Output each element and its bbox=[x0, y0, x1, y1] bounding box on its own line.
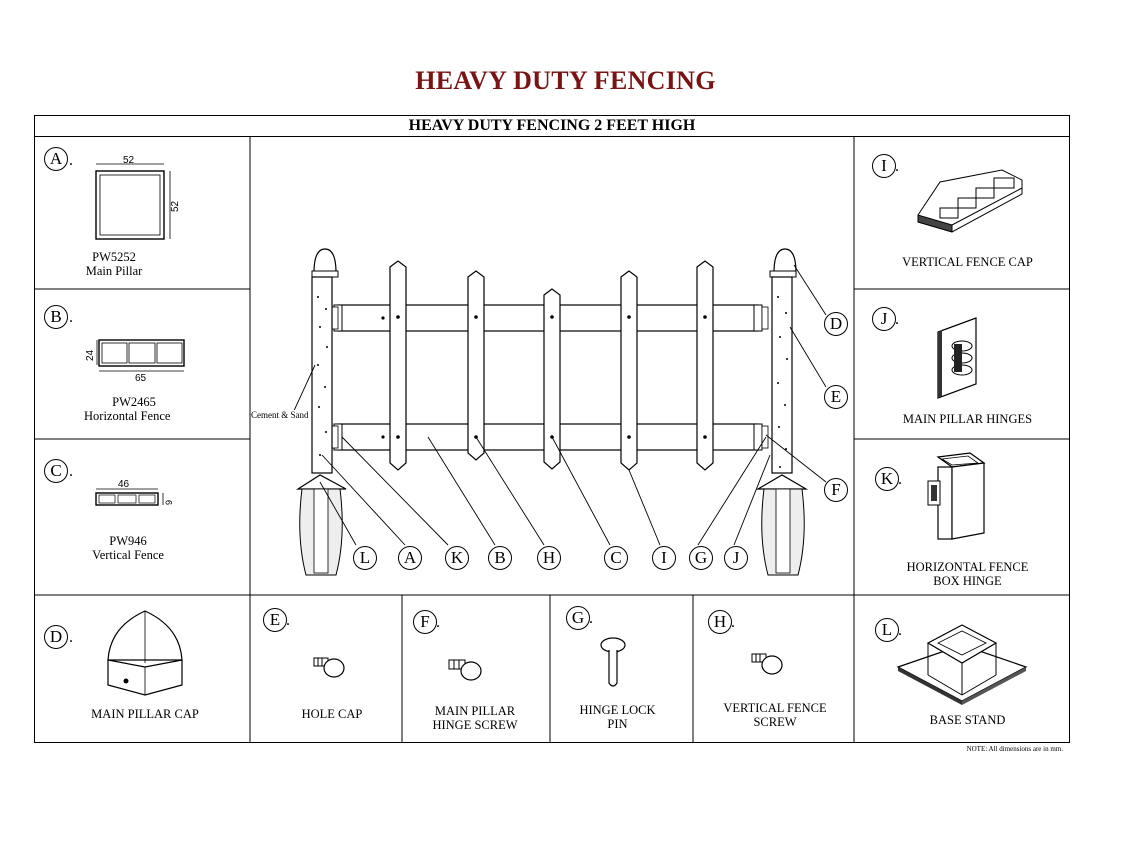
part-b-code: PW2465 bbox=[112, 395, 156, 409]
part-a-width: 52 bbox=[123, 155, 135, 166]
part-e-name: HOLE CAP bbox=[301, 707, 363, 721]
part-d-marker: D bbox=[44, 625, 68, 649]
part-i-marker: I bbox=[872, 154, 896, 178]
part-c-dot: . bbox=[69, 463, 73, 480]
part-e-marker: E bbox=[263, 608, 287, 632]
main-pillar-hinges-drawing bbox=[937, 317, 977, 399]
part-g-marker: G bbox=[566, 606, 590, 630]
part-c-marker: C bbox=[44, 459, 68, 483]
callout-f: F bbox=[824, 478, 848, 502]
part-g-name-line1: HINGE LOCK bbox=[579, 703, 656, 717]
base-stand-drawing bbox=[896, 624, 1028, 705]
page-title: HEAVY DUTY FENCING bbox=[415, 66, 716, 95]
part-k-marker: K bbox=[875, 467, 899, 491]
part-d-dot: . bbox=[69, 629, 73, 646]
part-g-name-line2: PIN bbox=[607, 717, 628, 731]
callout-h: H bbox=[537, 546, 561, 570]
part-i-dot: . bbox=[895, 158, 899, 175]
callout-i: I bbox=[652, 546, 676, 570]
callout-g: G bbox=[689, 546, 713, 570]
callout-e: E bbox=[824, 385, 848, 409]
part-h-name-line2: SCREW bbox=[753, 715, 797, 729]
part-l-marker: L bbox=[875, 618, 899, 642]
part-k-name-line2: BOX HINGE bbox=[933, 574, 1002, 588]
part-c-code: PW946 bbox=[109, 534, 147, 548]
part-h-marker: H bbox=[708, 610, 732, 634]
part-h-dot: . bbox=[731, 614, 735, 631]
main-pillar-profile-drawing: 52 52 bbox=[95, 155, 181, 240]
vertical-fence-screw-drawing bbox=[751, 653, 783, 675]
part-e-dot: . bbox=[286, 612, 290, 629]
part-b-dot: . bbox=[69, 309, 73, 326]
part-d-name: MAIN PILLAR CAP bbox=[91, 707, 199, 721]
part-l-name: BASE STAND bbox=[929, 713, 1006, 727]
part-b-width: 65 bbox=[135, 373, 147, 384]
hinge-lock-pin-drawing bbox=[600, 637, 626, 687]
part-b-height: 24 bbox=[85, 349, 96, 361]
callout-a: A bbox=[398, 546, 422, 570]
part-f-marker: F bbox=[413, 610, 437, 634]
part-a-marker: A bbox=[44, 147, 68, 171]
callout-j: J bbox=[724, 546, 748, 570]
part-h-name-line1: VERTICAL FENCE bbox=[723, 701, 827, 715]
part-l-dot: . bbox=[898, 622, 902, 639]
part-j-dot: . bbox=[895, 311, 899, 328]
part-c-height: 9 bbox=[164, 500, 174, 505]
horizontal-fence-box-hinge-drawing bbox=[927, 452, 986, 540]
cement-sand-label: Cement & Sand bbox=[251, 410, 309, 420]
part-a-height: 52 bbox=[170, 200, 181, 212]
part-k-dot: . bbox=[898, 471, 902, 488]
part-b-name: Horizontal Fence bbox=[84, 409, 171, 423]
part-j-marker: J bbox=[872, 307, 896, 331]
diagram-frame bbox=[34, 115, 1070, 743]
main-pillar-hinge-screw-drawing bbox=[448, 659, 482, 681]
hole-cap-drawing bbox=[313, 657, 345, 678]
part-f-name-line2: HINGE SCREW bbox=[432, 718, 518, 732]
callout-k: K bbox=[445, 546, 469, 570]
fence-assembly-drawing bbox=[291, 248, 827, 576]
part-a-dot: . bbox=[69, 152, 73, 169]
vertical-fence-profile-drawing: 46 9 bbox=[95, 479, 174, 506]
horizontal-fence-profile-drawing: 24 65 bbox=[85, 339, 185, 384]
part-f-name-line1: MAIN PILLAR bbox=[434, 704, 516, 718]
dimensions-note: NOTE: All dimensions are in mm. bbox=[966, 745, 1063, 753]
part-j-name: MAIN PILLAR HINGES bbox=[902, 412, 1033, 426]
part-a-name: Main Pillar bbox=[85, 264, 143, 278]
diagram-subtitle: HEAVY DUTY FENCING 2 FEET HIGH bbox=[34, 115, 1070, 137]
vertical-fence-cap-drawing bbox=[917, 169, 1023, 233]
part-i-name: VERTICAL FENCE CAP bbox=[902, 255, 1033, 269]
callout-c: C bbox=[604, 546, 628, 570]
part-f-dot: . bbox=[436, 614, 440, 631]
main-pillar-cap-drawing bbox=[107, 610, 183, 696]
part-k-name-line1: HORIZONTAL FENCE bbox=[906, 560, 1029, 574]
part-g-dot: . bbox=[589, 610, 593, 627]
part-b-marker: B bbox=[44, 305, 68, 329]
callout-b: B bbox=[488, 546, 512, 570]
callout-d: D bbox=[824, 312, 848, 336]
part-c-width: 46 bbox=[118, 479, 130, 490]
part-a-code: PW5252 bbox=[92, 250, 136, 264]
callout-l: L bbox=[353, 546, 377, 570]
part-c-name: Vertical Fence bbox=[92, 548, 164, 562]
